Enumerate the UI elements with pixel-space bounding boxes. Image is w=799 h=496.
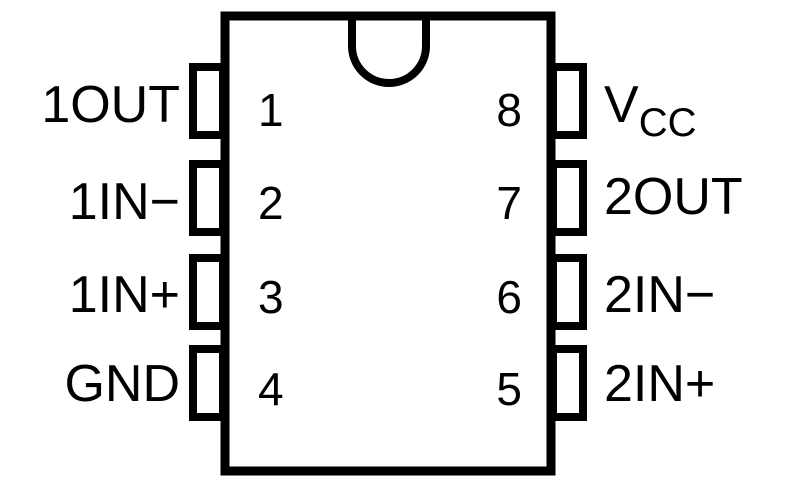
pin-1-name: 1OUT xyxy=(41,76,180,134)
pin-3-name: 1IN+ xyxy=(69,266,180,324)
pin-6-lead xyxy=(549,254,587,330)
pin-5-name: 2IN+ xyxy=(604,355,715,413)
pin-4-lead xyxy=(189,345,227,421)
pin-1-lead xyxy=(189,63,227,139)
orientation-notch xyxy=(348,20,430,87)
package-body xyxy=(220,11,556,476)
pin-2-name: 1IN− xyxy=(69,173,180,231)
pin-6-name: 2IN− xyxy=(604,266,715,324)
pin-8-name-main: V xyxy=(604,76,639,134)
pin-5-lead xyxy=(549,345,587,421)
pin-2-lead xyxy=(189,160,227,236)
pin-4-name: GND xyxy=(64,355,180,413)
pin-2-number: 2 xyxy=(258,177,284,229)
pin-4-number: 4 xyxy=(258,363,284,415)
pin-7-lead xyxy=(549,160,587,236)
pin-8-name-subscript: CC xyxy=(639,101,697,145)
pin-8-lead xyxy=(549,63,587,139)
pin-8-name: VCC xyxy=(604,76,696,145)
pin-1-number: 1 xyxy=(258,84,284,136)
pin-3-number: 3 xyxy=(258,271,284,323)
pin-5-number: 5 xyxy=(496,363,522,415)
pin-7-number: 7 xyxy=(496,177,522,229)
pin-8-number: 8 xyxy=(496,84,522,136)
pin-3-lead xyxy=(189,254,227,330)
pin-7-name: 2OUT xyxy=(604,168,743,226)
pin-6-number: 6 xyxy=(496,271,522,323)
